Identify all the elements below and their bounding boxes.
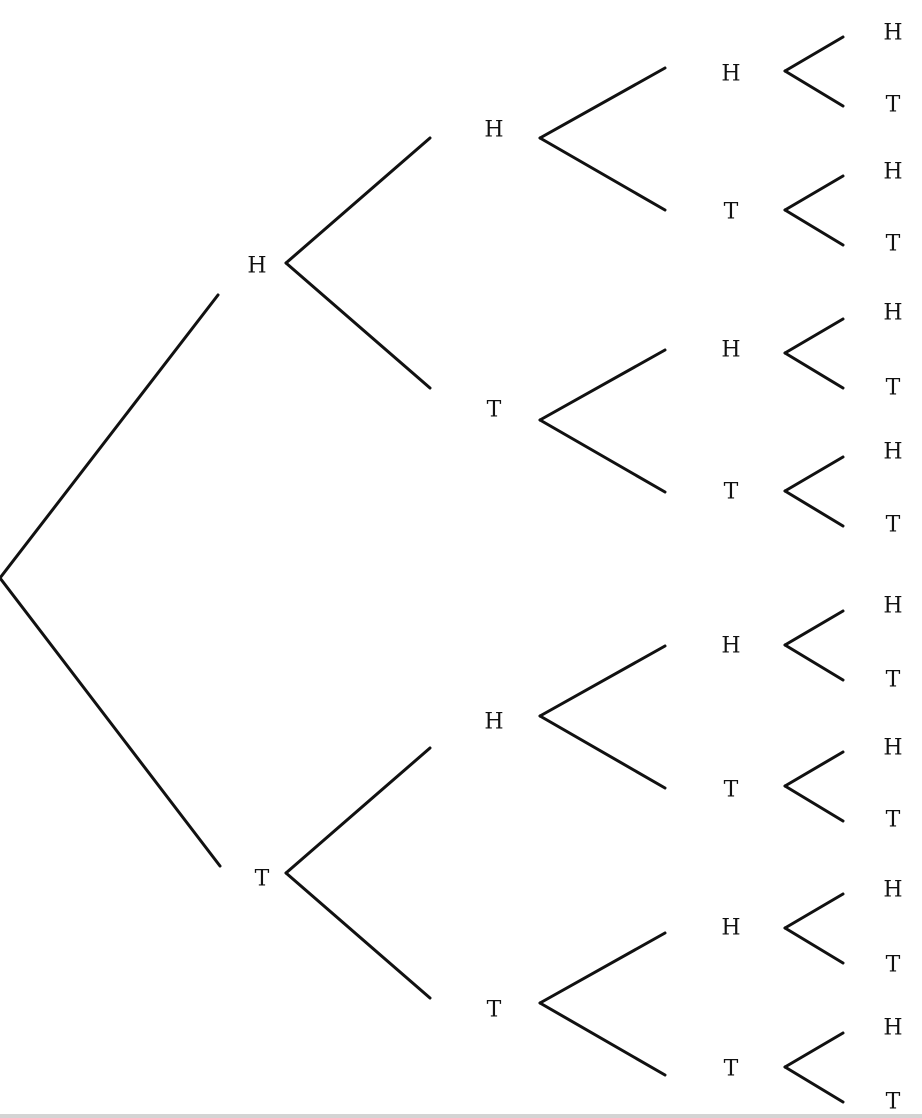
branch-line [783,609,845,647]
node-label-level3: T [724,480,739,505]
node-label-level2: H [484,710,503,735]
branch-line [783,643,845,682]
branch-line [0,576,222,868]
branch-line [284,261,432,390]
node-label-leaf: T [886,513,901,538]
node-label-leaf: H [883,301,902,326]
node-label-leaf: T [886,808,901,833]
node-label-level1: H [247,254,266,279]
node-label-leaf: H [883,440,902,465]
branch-line [783,208,845,247]
branch-line [538,931,667,1005]
node-label-leaf: T [886,376,901,401]
node-label-leaf: H [883,736,902,761]
branch-line [783,174,845,212]
branch-line [538,644,667,718]
branch-line [783,1065,845,1104]
branch-line [538,714,667,790]
node-label-leaf: T [886,1090,901,1115]
node-label-leaf: H [883,21,902,46]
node-label-leaf: H [883,160,902,185]
branch-line [538,136,667,212]
branch-line [783,926,845,965]
node-label-level3: H [721,338,740,363]
branch-line [538,348,667,422]
node-label-leaf: T [886,232,901,257]
node-label-level1: T [255,867,270,892]
branch-line [783,69,845,108]
branch-line [783,784,845,823]
branch-line [538,418,667,494]
branch-line [783,317,845,355]
node-label-leaf: H [883,878,902,903]
bottom-divider [0,1114,922,1118]
branch-line [783,892,845,930]
branch-line [284,746,432,875]
node-label-level2: H [484,118,503,143]
node-label-level3: H [721,62,740,87]
branch-line [783,35,845,73]
node-label-level3: H [721,634,740,659]
node-label-level3: H [721,916,740,941]
node-label-level3: T [724,778,739,803]
node-label-leaf: T [886,953,901,978]
node-label-level3: T [724,1057,739,1082]
branch-line [783,455,845,493]
node-label-leaf: T [886,668,901,693]
branch-line [783,1031,845,1069]
branch-line [783,351,845,390]
branch-line [284,136,432,265]
node-label-level3: T [724,200,739,225]
branch-line [783,750,845,788]
branch-line [538,1001,667,1077]
node-label-level2: T [487,998,502,1023]
branch-line [783,489,845,528]
node-label-leaf: H [883,594,902,619]
branch-line [0,293,220,580]
node-label-level2: T [487,398,502,423]
node-label-leaf: H [883,1016,902,1041]
branch-line [538,66,667,140]
node-label-leaf: T [886,93,901,118]
branch-line [284,871,432,1000]
